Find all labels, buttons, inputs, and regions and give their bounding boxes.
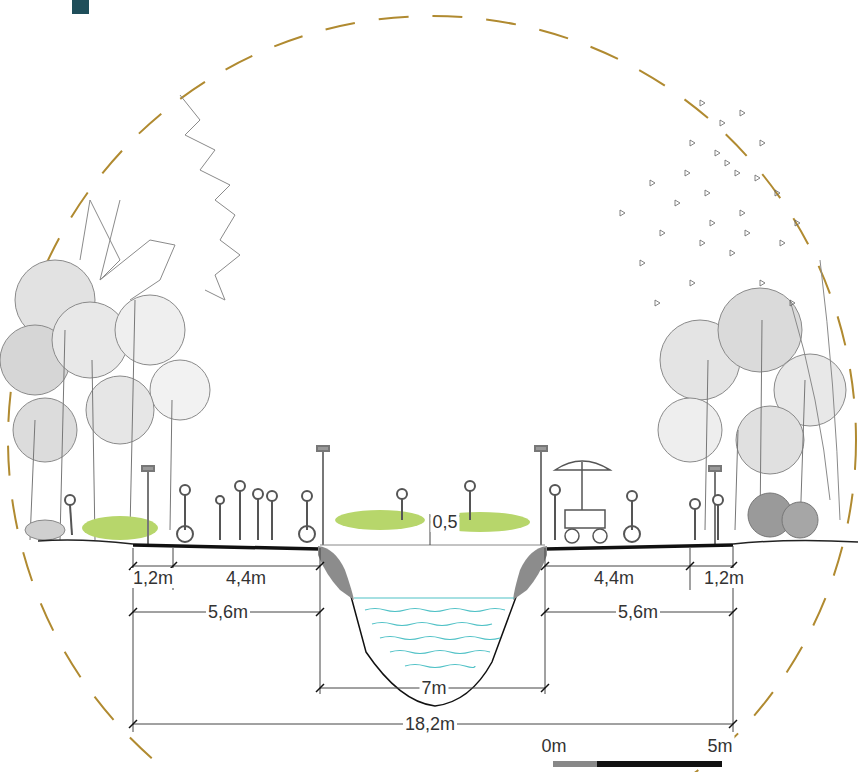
dimension-label: 5m (705, 736, 734, 756)
vendor-cart (555, 461, 610, 543)
people (65, 481, 723, 542)
scale-bar (553, 761, 722, 767)
dimension-label: 0,5 (430, 512, 459, 532)
trees-right (658, 260, 846, 538)
dimension-label: 1,2m (131, 568, 175, 588)
corner-mark (72, 0, 89, 14)
trees-left (0, 95, 240, 540)
street-lamps (142, 446, 721, 545)
shrubs (25, 510, 530, 540)
dimension-label: 4,4m (224, 568, 268, 588)
dimension-label: 5,6m (206, 602, 250, 622)
dimension-label: 7m (419, 678, 448, 698)
dimension-label: 0m (539, 736, 568, 756)
dimension-label: 4,4m (592, 568, 636, 588)
dimension-lines (129, 514, 737, 732)
leaf-cloud (620, 100, 800, 306)
river-channel (318, 546, 547, 706)
focus-circle (8, 16, 856, 772)
dimension-label: 1,2m (702, 568, 746, 588)
ground (38, 540, 858, 549)
dimension-label: 5,6m (616, 602, 660, 622)
dimension-label: 18,2m (403, 714, 457, 734)
